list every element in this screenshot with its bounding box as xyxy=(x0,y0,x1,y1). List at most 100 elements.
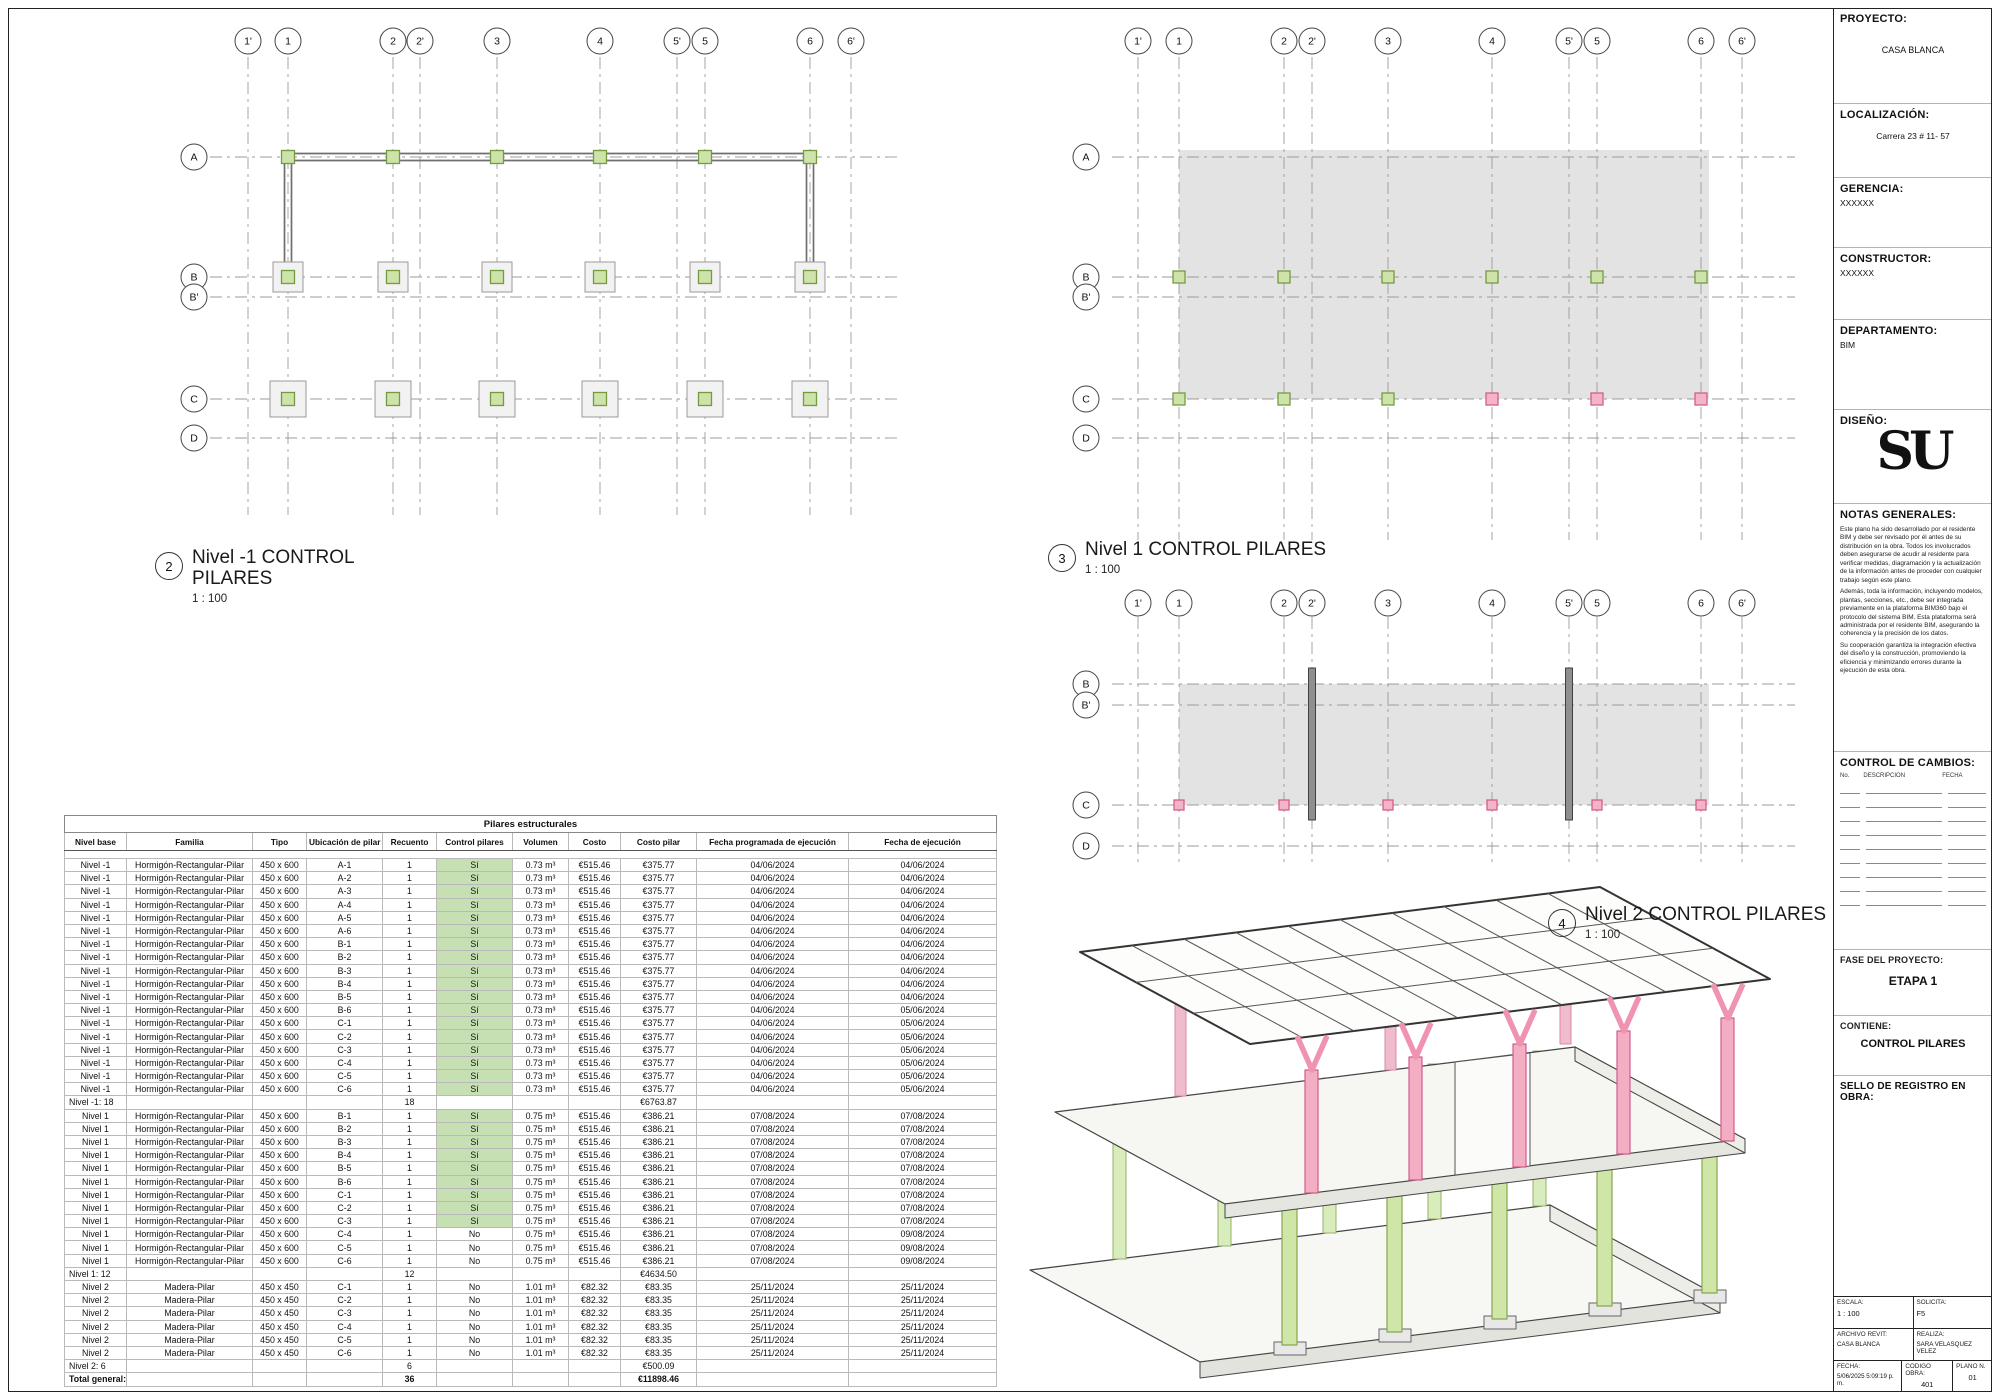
table-cell: 450 x 600 xyxy=(252,1214,307,1229)
table-cell: 1.01 m³ xyxy=(512,1306,569,1321)
table-cell: Sí xyxy=(436,1174,513,1189)
cambios-blank-cell xyxy=(1840,793,1861,794)
table-cell: €82.32 xyxy=(568,1319,621,1334)
table-cell: 0.73 m³ xyxy=(512,884,569,899)
column-marker-green xyxy=(1590,270,1604,284)
cambios-blank-row xyxy=(1840,892,1986,906)
floor-shaded-region xyxy=(1179,150,1709,399)
table-cell xyxy=(696,1359,849,1374)
row-archivo-realiza: ARCHIVO REVIT: CASA BLANCA REALIZA: SARA… xyxy=(1834,1329,1992,1361)
table-cell: Nivel 1 xyxy=(64,1161,127,1176)
escala-label: ESCALA: xyxy=(1837,1299,1864,1306)
cambios-blank-cell xyxy=(1948,891,1986,892)
grid-bubble xyxy=(1687,27,1715,55)
cambios-blank-cell xyxy=(1840,835,1861,836)
table-cell: 450 x 600 xyxy=(252,1200,307,1216)
table-cell: Nivel -1 xyxy=(64,910,127,925)
table-cell: Nivel -1 xyxy=(64,963,127,978)
column-marker-green xyxy=(1277,270,1291,284)
grid-bubble xyxy=(1165,27,1193,55)
column-marker-green xyxy=(489,391,505,407)
table-cell xyxy=(568,1266,621,1282)
table-cell: 1 xyxy=(382,976,437,991)
cambios-blank-cell xyxy=(1948,793,1986,794)
table-cell xyxy=(306,1359,383,1374)
table-cell: 04/06/2024 xyxy=(696,1016,849,1031)
grid-bubble-label: 4 xyxy=(597,36,603,48)
constructor-label: CONSTRUCTOR: xyxy=(1840,253,1932,265)
table-cell: Sí xyxy=(436,1055,513,1071)
grid-bubble xyxy=(406,27,434,55)
table-cell: €515.46 xyxy=(568,1029,621,1044)
table-cell: 450 x 450 xyxy=(252,1319,307,1334)
table-cell: Hormigón-Rectangular-Pilar xyxy=(126,1240,253,1255)
table-cell: €515.46 xyxy=(568,1055,621,1071)
table-cell: C-3 xyxy=(306,1214,383,1229)
table-cell: 450 x 450 xyxy=(252,1306,307,1321)
table-cell: No xyxy=(436,1240,513,1255)
column-marker-green xyxy=(802,391,818,407)
table-cell: 450 x 600 xyxy=(252,1108,307,1123)
contiene-value: CONTROL PILARES xyxy=(1860,1038,1966,1050)
table-cell: 04/06/2024 xyxy=(696,937,849,952)
table-cell xyxy=(848,1266,997,1282)
grid-bubble-label: 1' xyxy=(1134,36,1142,48)
table-cell xyxy=(306,1095,383,1110)
table-cell: 450 x 600 xyxy=(252,1227,307,1242)
grid-bubble-label: 5' xyxy=(1565,598,1573,610)
grid-bubble xyxy=(180,424,208,452)
table-row: Total general: 3636€11898.46 xyxy=(64,1372,997,1387)
table-cell xyxy=(306,1372,383,1387)
table-cell xyxy=(512,1266,569,1282)
table-cell: 07/08/2024 xyxy=(696,1108,849,1123)
table-cell: 05/06/2024 xyxy=(848,1016,997,1031)
table-cell: €375.77 xyxy=(620,950,697,965)
table-cell: 450 x 600 xyxy=(252,884,307,899)
table-cell: Nivel -1 xyxy=(64,923,127,939)
table-cell: 09/08/2024 xyxy=(848,1253,997,1268)
plano-cell: PLANO N. 01 xyxy=(1953,1361,1992,1392)
table-cell: 04/06/2024 xyxy=(696,1068,849,1084)
table-cell: 6 xyxy=(382,1359,437,1374)
table-cell: 25/11/2024 xyxy=(696,1332,849,1347)
solicita-label: SOLICITA: xyxy=(1916,1299,1947,1306)
table-cell: 04/06/2024 xyxy=(848,950,997,965)
table-cell: €515.46 xyxy=(568,1253,621,1268)
table-cell: 1 xyxy=(382,1319,437,1334)
table-cell: 450 x 600 xyxy=(252,910,307,925)
table-cell: C-3 xyxy=(306,1042,383,1057)
table-cell: 1 xyxy=(382,963,437,978)
table-cell: 0.75 m³ xyxy=(512,1240,569,1255)
table-cell: €375.77 xyxy=(620,1082,697,1097)
table-cell: €386.21 xyxy=(620,1148,697,1163)
table-header-cell: Fecha de ejecución xyxy=(848,832,997,851)
column-marker-pink xyxy=(1485,392,1499,406)
grid-bubble-label: A xyxy=(190,152,197,164)
grid-bubble xyxy=(1298,27,1326,55)
grid-bubble xyxy=(1072,691,1100,719)
table-cell: B-2 xyxy=(306,1121,383,1136)
table-cell: 450 x 450 xyxy=(252,1293,307,1308)
table-cell: €375.77 xyxy=(620,976,697,991)
table-cell: 1 xyxy=(382,1227,437,1242)
escala-cell: ESCALA: 1 : 100 xyxy=(1834,1297,1914,1328)
table-cell: Nivel 2: 6 xyxy=(64,1359,127,1374)
table-cell: Hormigón-Rectangular-Pilar xyxy=(126,1068,253,1084)
table-cell: A-4 xyxy=(306,897,383,912)
table-cell: €515.46 xyxy=(568,1214,621,1229)
table-cell: B-6 xyxy=(306,1174,383,1189)
table-cell: €515.46 xyxy=(568,1082,621,1097)
table-cell: €82.32 xyxy=(568,1279,621,1295)
table-cell: No xyxy=(436,1319,513,1334)
escala-value: 1 : 100 xyxy=(1837,1309,1860,1318)
table-cell: Hormigón-Rectangular-Pilar xyxy=(126,1016,253,1031)
grid-bubble xyxy=(234,27,262,55)
table-cell: 0.75 m³ xyxy=(512,1121,569,1136)
